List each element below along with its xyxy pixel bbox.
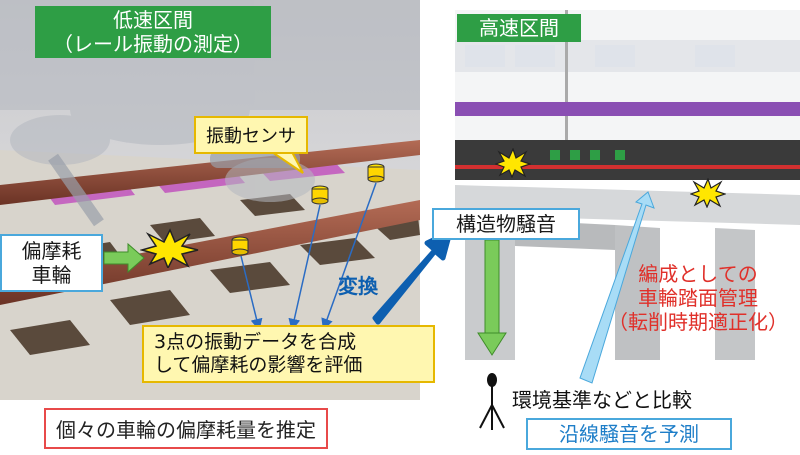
predict-box: 沿線騒音を予測	[526, 418, 732, 450]
sensor-icon	[367, 163, 385, 183]
compare-label: 環境基準などと比較	[512, 388, 692, 412]
sensor-label: 振動センサ	[194, 116, 308, 154]
combine-evaluate-box: 3点の振動データを合成 して偏摩耗の影響を評価	[142, 325, 435, 383]
management-text: 編成としての 車輪踏面管理 （転削時期適正化）	[608, 262, 788, 334]
spark-icon	[140, 228, 199, 268]
spark-icon	[690, 178, 726, 208]
low-speed-title-line1: 低速区間	[113, 8, 193, 32]
microphone-icon	[479, 385, 505, 430]
structure-noise-label: 構造物騒音	[432, 208, 580, 240]
sensor-icon	[311, 185, 329, 205]
sensor-icon	[231, 236, 249, 256]
high-speed-title: 高速区間	[457, 14, 581, 42]
spark-icon	[495, 148, 531, 178]
estimate-box: 個々の車輪の偏摩耗量を推定	[44, 408, 328, 449]
convert-label: 変換	[338, 274, 378, 298]
wheel-wear-label: 偏摩耗 車輪	[0, 234, 103, 292]
high-speed-title-text: 高速区間	[479, 16, 559, 40]
low-speed-title: 低速区間 （レール振動の測定）	[35, 6, 271, 58]
low-speed-title-line2: （レール振動の測定）	[53, 32, 253, 56]
